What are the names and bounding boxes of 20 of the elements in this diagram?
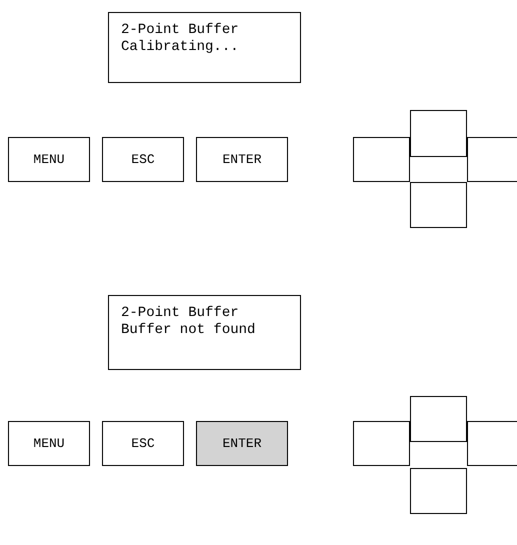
empty-key <box>410 110 467 157</box>
empty-key <box>410 396 467 442</box>
display-text: 2-Point Buffer <box>121 22 239 39</box>
empty-key <box>353 137 410 182</box>
key-button: ESC <box>102 137 184 182</box>
empty-key <box>410 182 467 228</box>
key-button: MENU <box>8 137 90 182</box>
key-button: ENTER <box>196 421 288 466</box>
display-text: Calibrating... <box>121 39 239 56</box>
lcd-display <box>108 12 301 83</box>
key-button: ESC <box>102 421 184 466</box>
lcd-display <box>108 295 301 370</box>
key-button: ENTER <box>196 137 288 182</box>
display-text: Buffer not found <box>121 322 256 339</box>
display-text: 2-Point Buffer <box>121 305 239 322</box>
key-button: MENU <box>8 421 90 466</box>
empty-key <box>467 421 517 466</box>
empty-key <box>410 468 467 514</box>
empty-key <box>353 421 410 466</box>
empty-key <box>467 137 517 182</box>
